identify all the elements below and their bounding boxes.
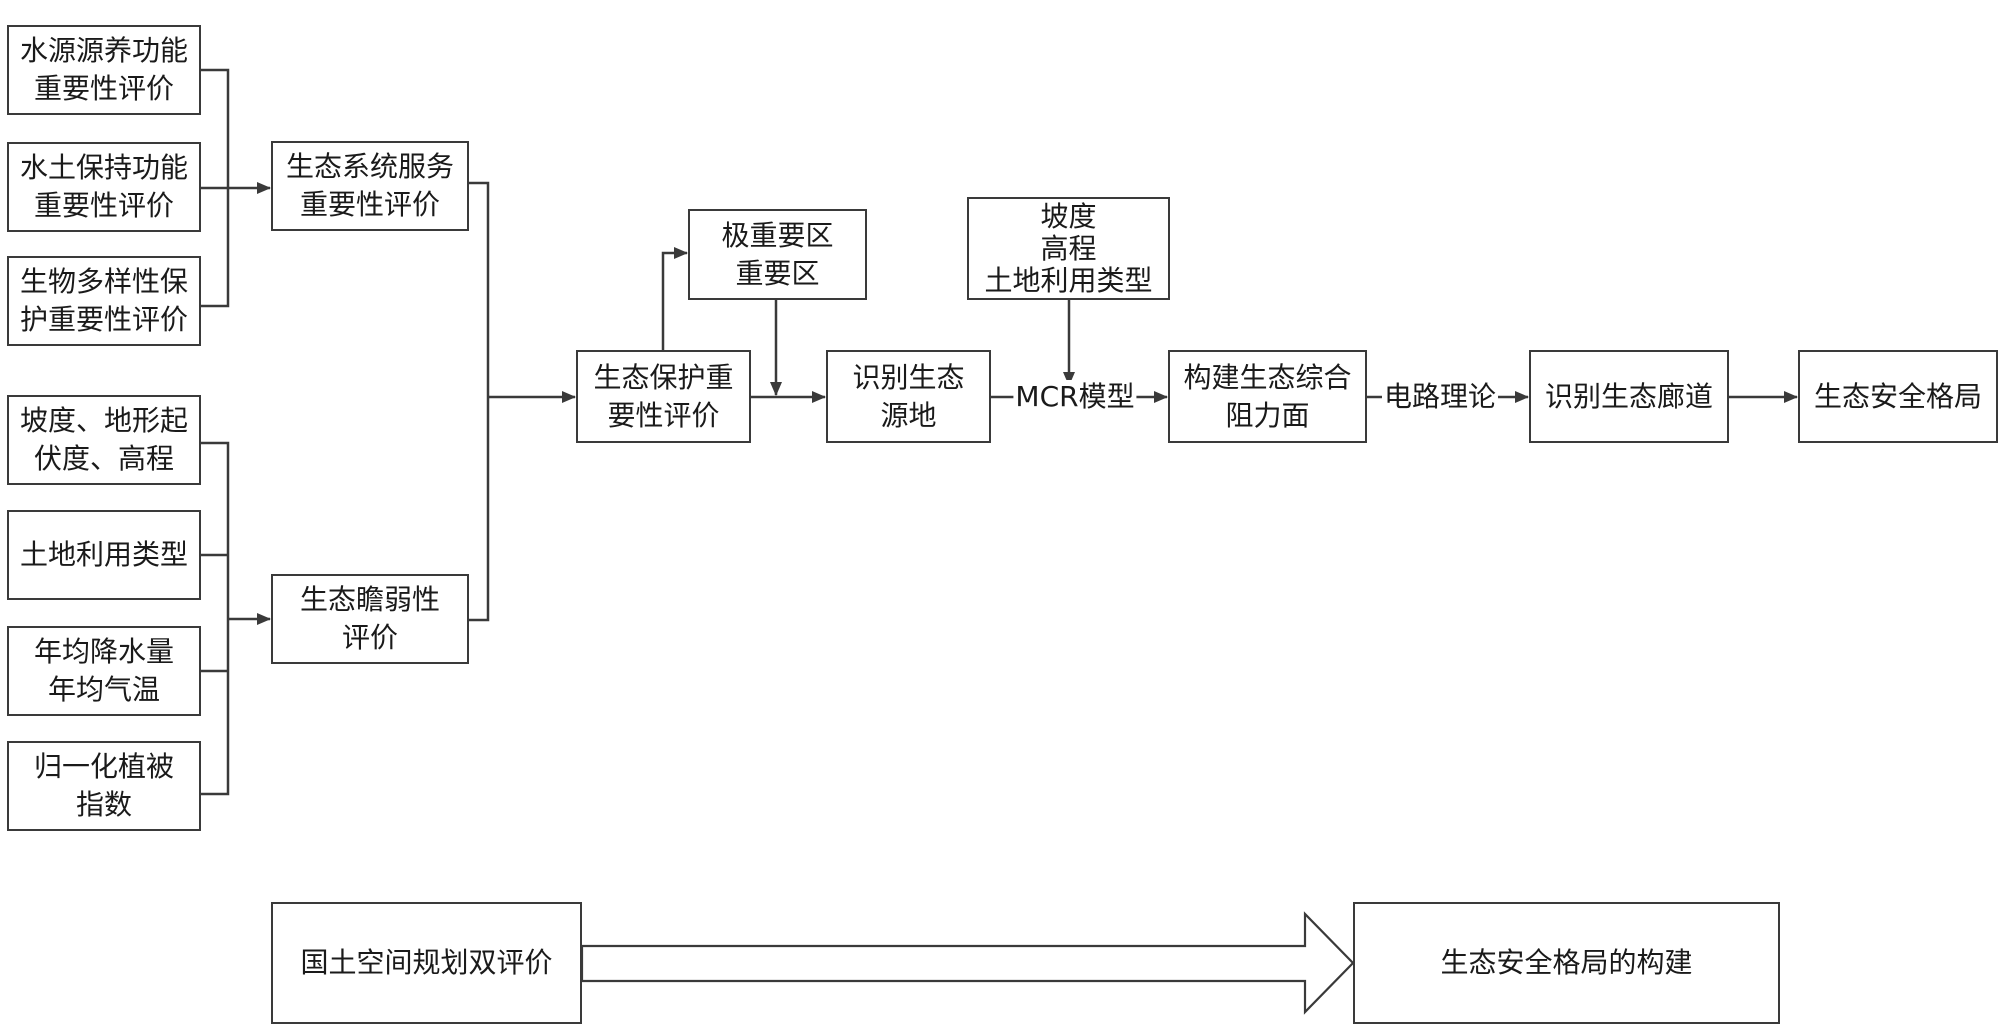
node-label: 极重要区 重要区 [721,218,834,290]
node-security-pattern: 生态安全格局 [1798,350,1998,443]
node-pattern-construction: 生态安全格局的构建 [1353,902,1780,1024]
node-protection-importance: 生态保护重 要性评价 [576,350,751,443]
node-label: 生态瞻弱性 评价 [299,583,440,654]
node-identify-sources: 识别生态 源地 [826,350,991,443]
node-label: 生物多样性保 护重要性评价 [19,265,188,336]
node-label: 生态安全格局 [1813,379,1982,413]
edge-label-circuit: 电路理论 [1381,380,1499,414]
node-label: 国土空间规划双评价 [300,946,553,979]
node-label: 生态保护重 要性评价 [593,360,734,432]
big-hollow-arrow [580,911,1355,1015]
node-label: 土地利用类型 [19,538,188,571]
node-vulnerability: 生态瞻弱性 评价 [271,574,469,664]
node-label: 生态系统服务 重要性评价 [285,150,454,221]
node-label: 水土保持功能 重要性评价 [19,151,188,222]
arrow-to-zones [661,247,688,350]
node-land-use: 土地利用类型 [7,510,201,600]
node-label: 坡度、地形起 伏度、高程 [19,404,188,475]
node-label: 生态安全格局的构建 [1440,946,1693,979]
node-label: 识别生态廊道 [1544,379,1713,413]
node-soil-conservation: 水土保持功能 重要性评价 [7,142,201,232]
node-biodiversity: 生物多样性保 护重要性评价 [7,256,201,346]
node-label: 识别生态 源地 [852,360,965,432]
merge-bracket [469,181,490,622]
node-resistance-surface: 构建生态综合 阻力面 [1168,350,1367,443]
node-label: 水源源养功能 重要性评价 [19,34,188,105]
node-dual-evaluation: 国土空间规划双评价 [271,902,582,1024]
edge-label-mcr: MCR模型 [1013,380,1137,414]
node-identify-corridors: 识别生态廊道 [1529,350,1729,443]
node-label: 构建生态综合 阻力面 [1183,360,1352,432]
node-label: 坡度 高程 土地利用类型 [984,199,1153,297]
node-ecosystem-service: 生态系统服务 重要性评价 [271,141,469,231]
node-label: 归一化植被 指数 [33,750,174,821]
bracket-group-2 [200,441,230,796]
node-label: 年均降水量 年均气温 [33,635,174,706]
node-ndvi: 归一化植被 指数 [7,741,201,831]
node-resistance-factors: 坡度 高程 土地利用类型 [967,197,1170,300]
node-zones: 极重要区 重要区 [688,209,867,300]
node-slope-terrain: 坡度、地形起 伏度、高程 [7,395,201,485]
node-precip-temp: 年均降水量 年均气温 [7,626,201,716]
node-water-conservation: 水源源养功能 重要性评价 [7,25,201,115]
